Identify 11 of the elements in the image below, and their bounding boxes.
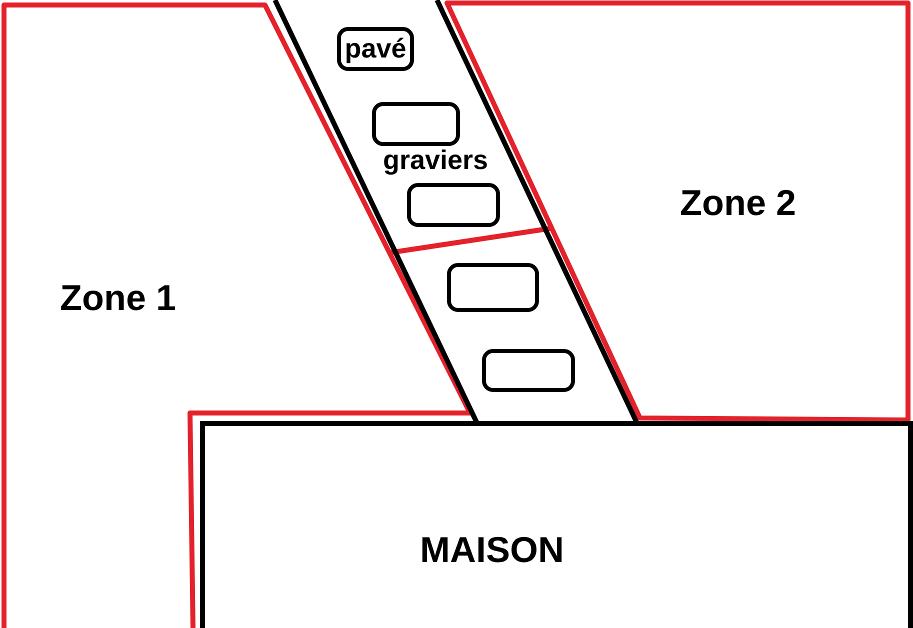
gravel-label: graviers [383,147,488,174]
paver-block [372,102,460,146]
house-outline [200,421,913,628]
paver-block [407,183,500,227]
house-label: MAISON [420,532,564,568]
zone-label: Zone 2 [680,185,796,221]
paver-block [447,263,539,312]
zone-label: Zone 1 [60,280,176,316]
paver-label: pavé [344,36,406,62]
paver-block [482,349,575,392]
paver-block [337,27,414,71]
